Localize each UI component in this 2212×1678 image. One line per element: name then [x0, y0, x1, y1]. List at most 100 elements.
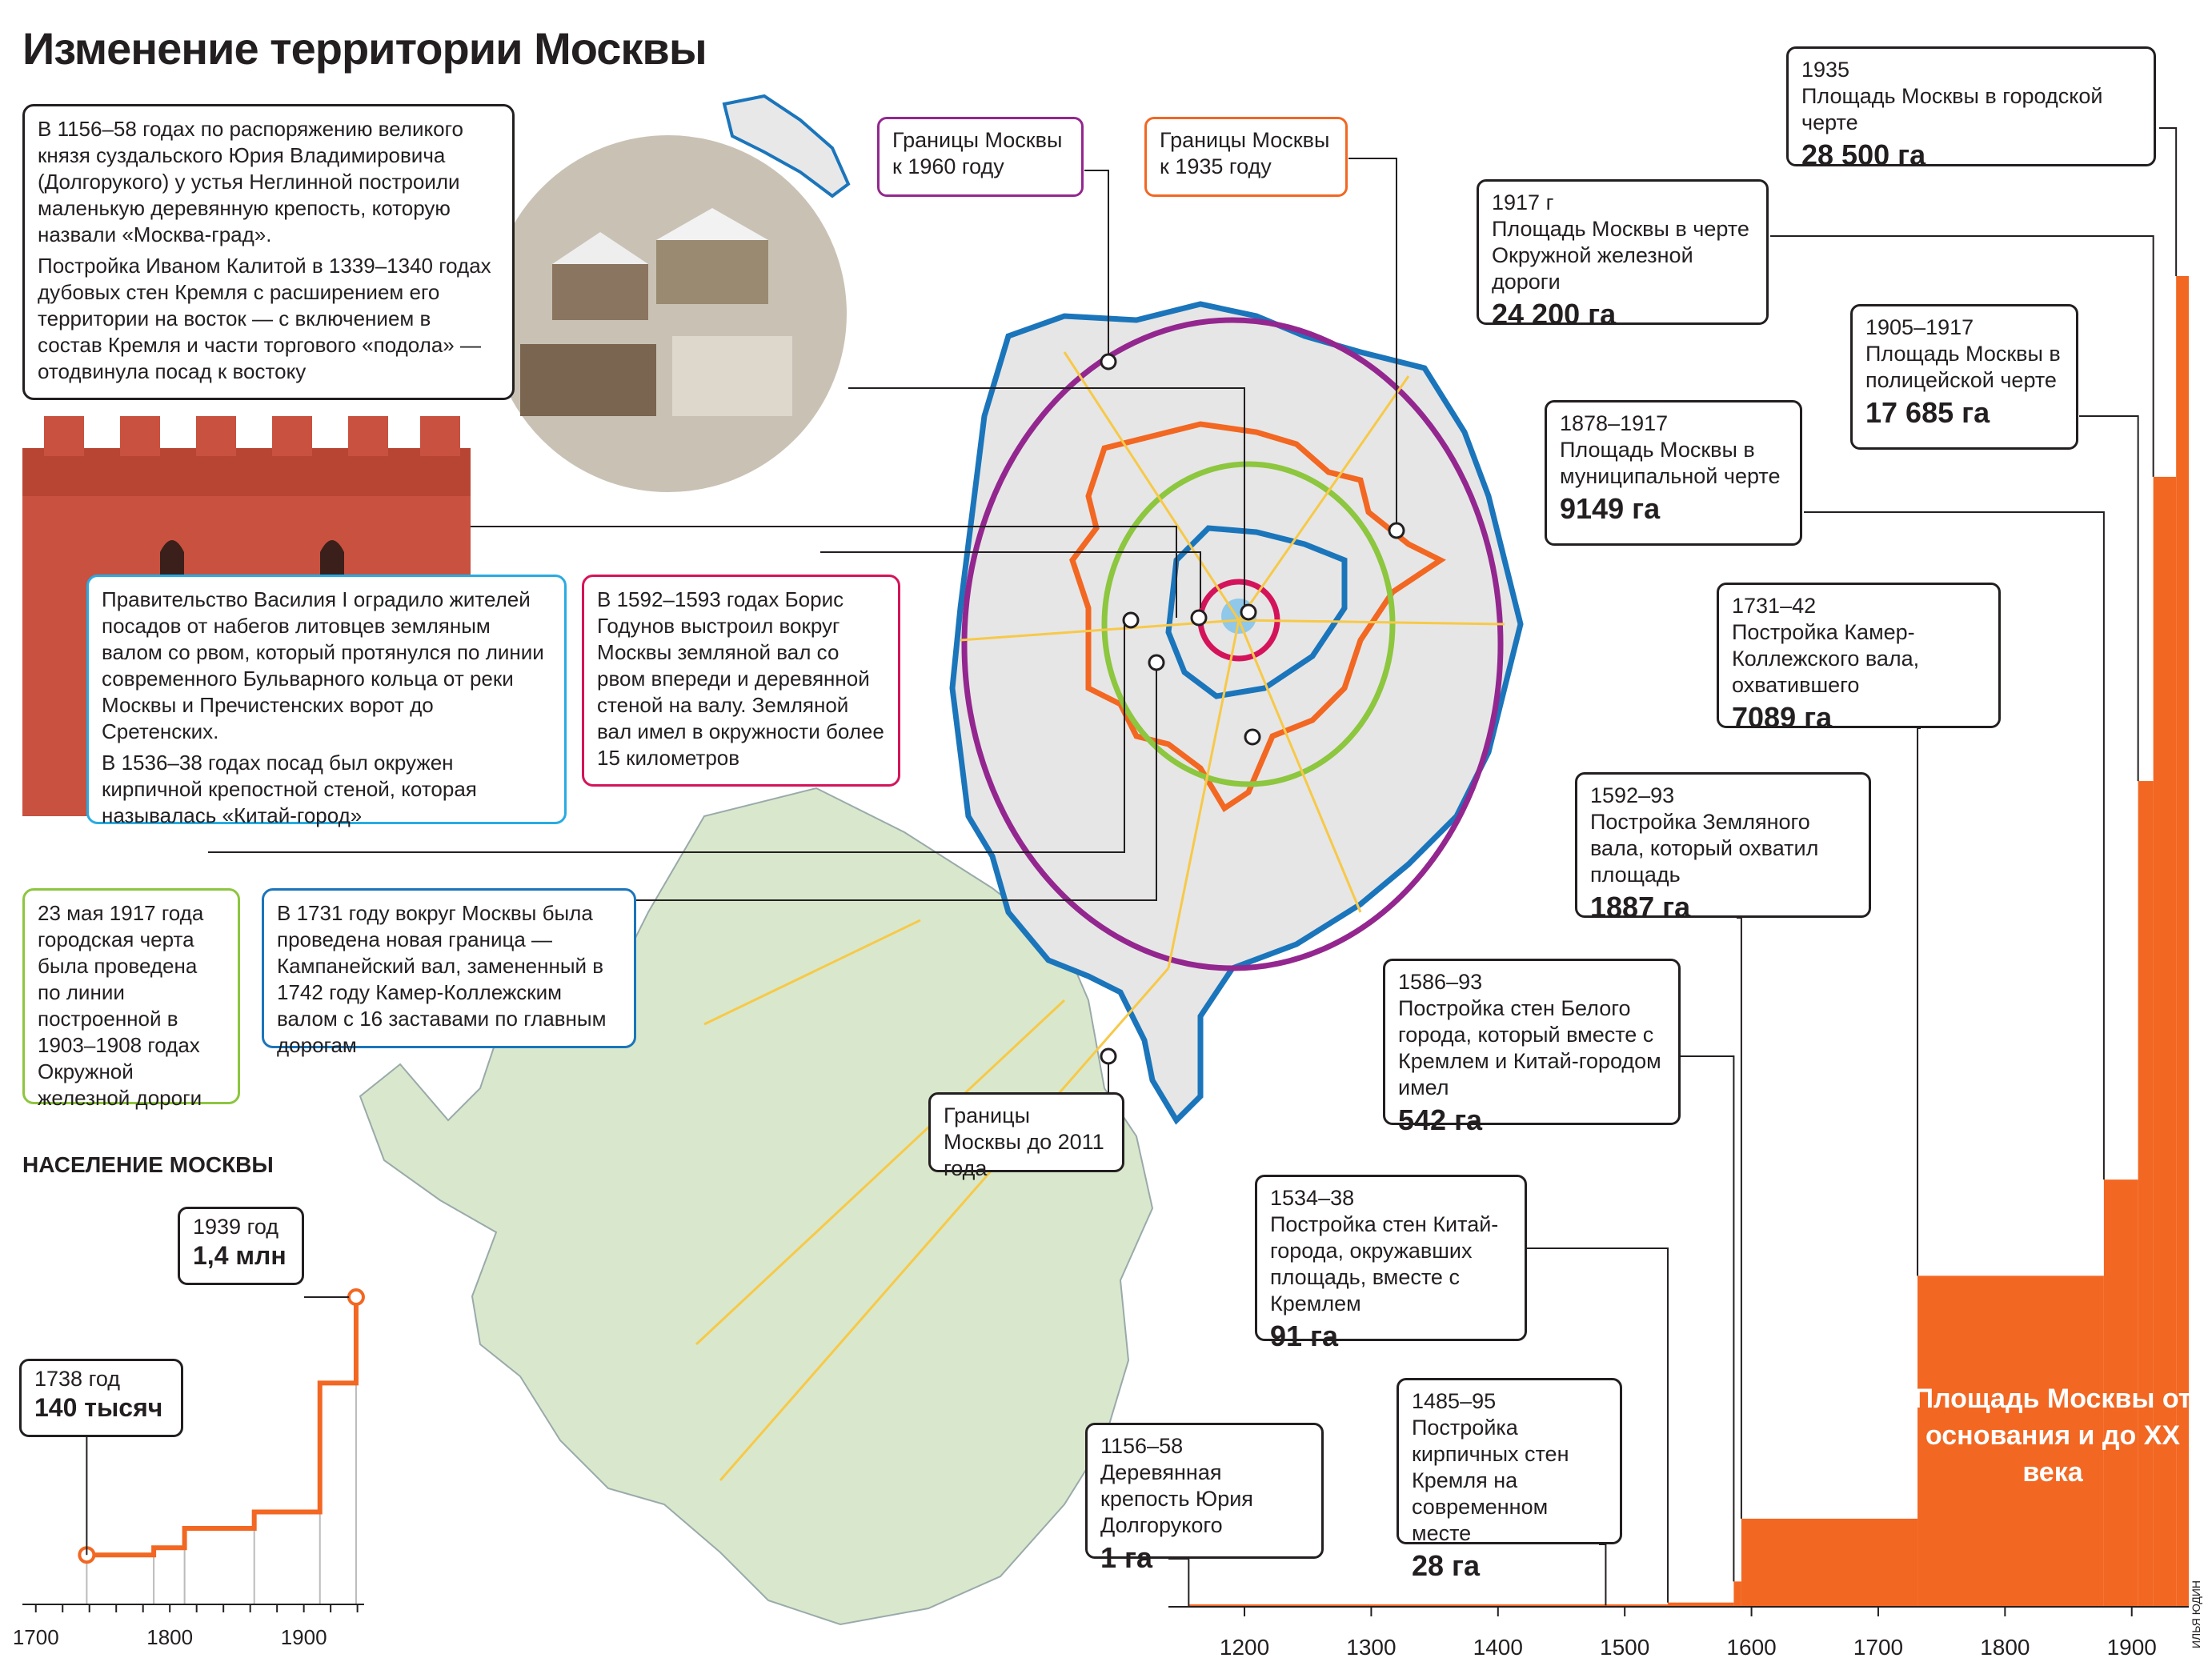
population-tick-label-1800: 1800 — [146, 1625, 193, 1648]
roads — [695, 351, 1505, 1481]
population-tick-label-1900: 1900 — [281, 1625, 327, 1648]
vasily-text-1: Правительство Василия I оградило жителей… — [102, 587, 544, 743]
map-markers — [1100, 353, 1405, 1065]
area-tick-label-1800: 1800 — [1980, 1635, 2030, 1660]
kamer-1731-text: В 1731 году вокруг Москвы была проведена… — [277, 901, 607, 1057]
area-label-value: 1887 га — [1590, 891, 1691, 923]
label-border-1960: Границы Москвы к 1960 году — [877, 117, 1084, 197]
railway-1917-text: 23 мая 1917 года городская черта была пр… — [38, 901, 204, 1110]
label-border-2011: Границы Москвы до 2011 года — [928, 1092, 1124, 1180]
railway-1917-box: 23 мая 1917 года городская черта была пр… — [22, 888, 240, 1110]
author-credit: ИЛЬЯ ЮДИН — [2190, 1580, 2202, 1648]
area-label-value: 28 500 га — [1801, 138, 1926, 171]
new-moscow-territory — [359, 787, 1154, 1626]
area-label-desc: Постройка Земляного вала, который охвати… — [1590, 810, 1819, 887]
area-label-period: 1917 г — [1492, 190, 1554, 214]
area-label-desc: Площадь Москвы в муниципальной черте — [1560, 438, 1781, 488]
area-bar-1935 — [2176, 276, 2189, 1607]
leader-lines — [208, 158, 1397, 1112]
area-label-period: 1935 — [1801, 58, 1850, 82]
population-line — [86, 1297, 359, 1558]
population-1939-label: 1939 год 1,4 млн — [178, 1207, 304, 1285]
area-leader-line — [2079, 415, 2139, 782]
area-leader-line — [1737, 917, 1742, 1519]
area-tick-label-1200: 1200 — [1220, 1635, 1269, 1660]
border-1960-ring — [961, 317, 1504, 971]
area-label-desc: Площадь Москвы в черте Окружной железной… — [1492, 217, 1749, 294]
painting-houses — [520, 208, 792, 416]
area-tick-label-1500: 1500 — [1600, 1635, 1649, 1660]
area-label-1935: 1935 Площадь Москвы в городской черте 28… — [1786, 46, 2156, 171]
area-bar-1485 — [1605, 1604, 1669, 1607]
area-label-period: 1878–1917 — [1560, 411, 1669, 435]
area-label-value: 542 га — [1398, 1103, 1483, 1136]
area-label-1905: 1905–1917 Площадь Москвы в полицейской ч… — [1850, 304, 2078, 450]
area-label-period: 1586–93 — [1398, 970, 1483, 994]
area-label-value: 24 200 га — [1492, 298, 1617, 330]
area-leader-line — [1527, 1247, 1669, 1603]
dolgoruky-text-2: Постройка Иваном Калитой в 1339–1340 год… — [38, 254, 491, 383]
area-tick-label-1900: 1900 — [2107, 1635, 2157, 1660]
area-label-1485: 1485–95 Постройка кирпичных стен Кремля … — [1397, 1378, 1622, 1582]
area-tick-label-1700: 1700 — [1853, 1635, 1903, 1660]
area-leader-line — [1804, 511, 2105, 1180]
zelenograd — [722, 94, 851, 198]
godunov-text: В 1592–1593 годах Борис Годунов выстроил… — [597, 587, 884, 770]
vasily-text-2: В 1536–38 годах посад был окружен кирпич… — [102, 751, 477, 827]
dolgoruky-text-1: В 1156–58 годах по распоряжению великого… — [38, 117, 463, 246]
area-label-period: 1905–1917 — [1865, 315, 1974, 339]
area-label-period: 1592–93 — [1590, 783, 1675, 807]
area-leader-line — [1681, 1055, 1735, 1582]
area-tick-label-1600: 1600 — [1726, 1635, 1776, 1660]
population-1738-value: 140 тысяч — [34, 1393, 163, 1422]
area-bar-1905 — [2138, 781, 2154, 1608]
area-label-desc: Постройка стен Белого города, который вм… — [1398, 996, 1661, 1099]
area-label-desc: Деревянная крепость Юрия Долгорукого — [1100, 1460, 1253, 1537]
population-chart: 1700 1800 1900 — [13, 1288, 365, 1648]
area-label-1534: 1534–38 Постройка стен Китай-города, окр… — [1255, 1175, 1527, 1352]
area-label-value: 1 га — [1100, 1541, 1153, 1574]
area-chart-caption: Площадь Москвы от основания и до XX века — [1913, 1384, 2192, 1488]
area-leader-line — [1770, 235, 2154, 477]
population-1939-year: 1939 год — [193, 1215, 279, 1239]
border-1917-green — [1101, 461, 1396, 787]
population-1939-value: 1,4 млн — [193, 1241, 287, 1270]
area-label-desc: Постройка стен Китай-города, окружавших … — [1270, 1212, 1499, 1316]
border-1742-blue — [1165, 525, 1348, 699]
area-label-desc: Постройка Камер-Коллежского вала, охвати… — [1732, 620, 1920, 697]
area-label-value: 9149 га — [1560, 492, 1661, 525]
area-label-period: 1485–95 — [1412, 1389, 1497, 1413]
area-bar-1534 — [1668, 1602, 1734, 1607]
area-label-1731: 1731–42 Постройка Камер-Коллежского вала… — [1717, 583, 2001, 734]
population-1738-year: 1738 год — [34, 1367, 120, 1391]
area-leader-line — [1599, 1544, 1607, 1606]
area-label-period: 1731–42 — [1732, 594, 1817, 618]
area-bar-1917 — [2153, 476, 2177, 1608]
area-label-value: 91 га — [1270, 1320, 1339, 1352]
area-label-desc: Площадь Москвы в городской черте — [1801, 84, 2103, 134]
area-bar-1878 — [2103, 1179, 2138, 1607]
area-bar-1156 — [1188, 1604, 1606, 1607]
area-label-1592: 1592–93 Постройка Земляного вала, которы… — [1575, 772, 1871, 923]
page-title: Изменение территории Москвы — [22, 23, 707, 74]
population-tick-label-1700: 1700 — [13, 1625, 59, 1648]
border-1935 — [1069, 421, 1446, 812]
population-title: НАСЕЛЕНИЕ МОСКВЫ — [22, 1152, 274, 1177]
area-bar-1731 — [1917, 1276, 2104, 1607]
area-tick-label-1300: 1300 — [1346, 1635, 1396, 1660]
area-leader-line — [1168, 1558, 1190, 1607]
area-bar-1592 — [1741, 1518, 1918, 1607]
area-label-1878: 1878–1917 Площадь Москвы в муниципальной… — [1545, 400, 1802, 546]
area-label-value: 17 685 га — [1865, 396, 1990, 429]
area-bar-1586 — [1733, 1581, 1741, 1607]
population-1738-label: 1738 год 140 тысяч — [19, 1359, 183, 1437]
area-label-desc: Площадь Москвы в полицейской черте — [1865, 342, 2061, 392]
kamer-1731-box: В 1731 году вокруг Москвы была проведена… — [262, 888, 636, 1057]
vasily-box: Правительство Василия I оградило жителей… — [86, 575, 567, 827]
area-label-value: 28 га — [1412, 1549, 1481, 1582]
label-border-1935: Границы Москвы к 1935 году — [1144, 117, 1348, 197]
area-label-desc: Постройка кирпичных стен Кремля на совре… — [1412, 1416, 1569, 1545]
area-leader-line — [2159, 127, 2178, 276]
godunov-box: В 1592–1593 годах Борис Годунов выстроил… — [582, 575, 900, 787]
